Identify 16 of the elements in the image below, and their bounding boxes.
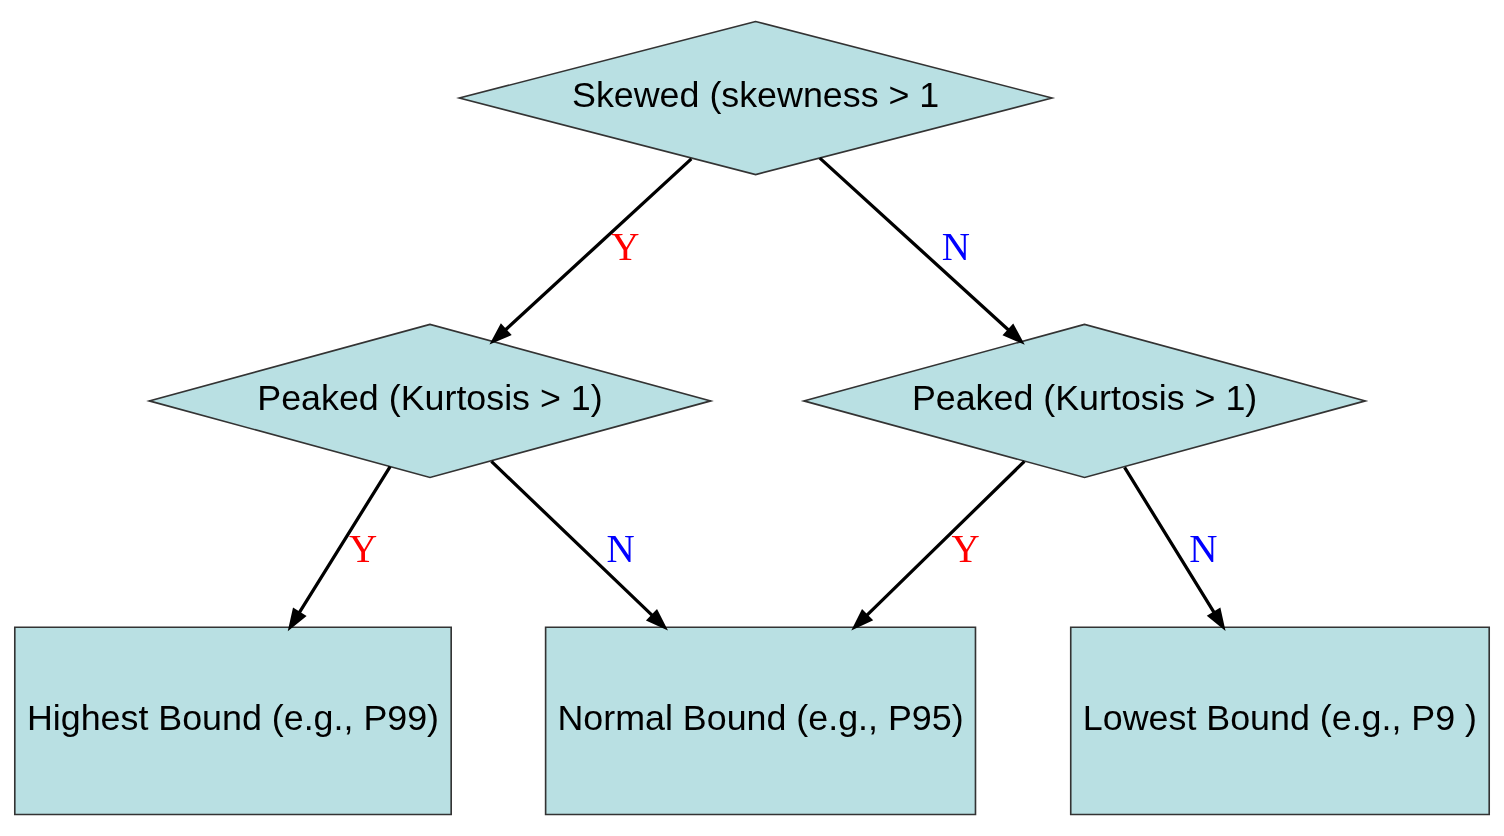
edge-label: Y [349,527,378,571]
edge-label: N [1189,527,1218,571]
edge-label: N [606,527,635,571]
arrow [287,465,392,632]
node-box: Normal Bound (e.g., P95) [544,626,977,816]
arrow [1123,466,1226,632]
arrow [489,157,693,345]
edge-label: Y [951,527,980,571]
edge-label: Y [611,224,640,268]
arrow [851,460,1026,631]
arrow [818,156,1025,345]
node-box: Lowest Bound (e.g., P9 ) [1069,626,1491,816]
node-box: Highest Bound (e.g., P99) [13,626,452,816]
edge-label: N [941,224,971,268]
node-diamond: Skewed (skewness > 1 [456,20,1056,176]
arrow [490,460,668,631]
